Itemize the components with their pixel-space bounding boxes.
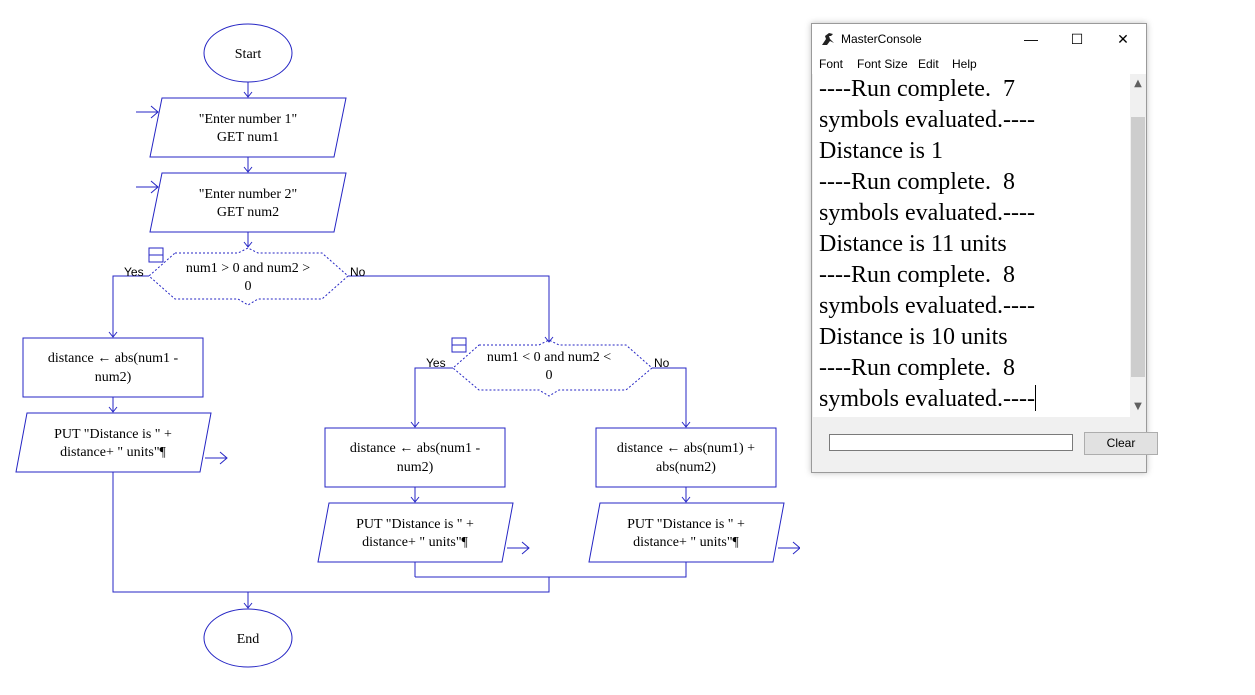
assign-right-line2: abs(num2) bbox=[656, 460, 716, 475]
output-line: Distance is 11 units bbox=[819, 231, 1007, 257]
raptor-app-icon bbox=[822, 33, 834, 45]
output-line: symbols evaluated.---- bbox=[819, 200, 1035, 226]
input2-line2: GET num2 bbox=[217, 205, 279, 220]
output-line: Distance is 1 bbox=[819, 138, 943, 164]
assign-right-line1: distance ← abs(num1) + bbox=[617, 441, 755, 456]
menu-bar: Font Font Size Edit Help bbox=[812, 54, 1146, 74]
assign-left-line1: distance ← abs(num1 - bbox=[48, 351, 179, 366]
close-button[interactable]: ✕ bbox=[1117, 31, 1129, 47]
vertical-scrollbar[interactable]: ▲ ▼ bbox=[1130, 74, 1146, 417]
assign-right[interactable] bbox=[595, 427, 777, 488]
output-line: ----Run complete. 8 bbox=[819, 355, 1015, 381]
output-line-text: symbols evaluated.---- bbox=[819, 386, 1035, 412]
output-line: ----Run complete. 7 bbox=[819, 76, 1015, 102]
menu-font[interactable]: Font bbox=[819, 57, 844, 71]
start-label: Start bbox=[235, 47, 262, 62]
scroll-down-icon[interactable]: ▼ bbox=[1134, 401, 1142, 412]
decision-2[interactable] bbox=[452, 339, 653, 397]
scroll-up-icon[interactable]: ▲ bbox=[1134, 78, 1142, 89]
decision1-no-label: No bbox=[350, 265, 366, 279]
minimize-button[interactable]: — bbox=[1024, 31, 1038, 47]
decision2-line2: 0 bbox=[546, 368, 553, 383]
input2-line1: "Enter number 2" bbox=[199, 187, 298, 202]
input-box-1[interactable] bbox=[149, 97, 347, 158]
assign-mid[interactable] bbox=[324, 427, 506, 488]
decision2-no-label: No bbox=[654, 356, 670, 370]
assign-mid-line1: distance ← abs(num1 - bbox=[350, 441, 481, 456]
output-right[interactable] bbox=[588, 502, 785, 563]
decision-1[interactable] bbox=[148, 247, 349, 306]
output-left-line2: distance+ " units"¶ bbox=[60, 445, 166, 460]
output-mid[interactable] bbox=[317, 502, 514, 563]
assign-mid-line2: num2) bbox=[397, 460, 434, 475]
master-console-window: MasterConsole — ☐ ✕ Font Font Size Edit … bbox=[811, 23, 1158, 473]
end-terminal[interactable] bbox=[203, 608, 293, 668]
output-mid-line2: distance+ " units"¶ bbox=[362, 535, 468, 550]
output-line: ----Run complete. 8 bbox=[819, 262, 1015, 288]
menu-font-size[interactable]: Font Size bbox=[857, 57, 908, 71]
decision1-line2: 0 bbox=[245, 279, 252, 294]
maximize-button[interactable]: ☐ bbox=[1070, 31, 1084, 47]
decision2-line1: num1 < 0 and num2 < bbox=[487, 350, 611, 365]
output-line: Distance is 10 units bbox=[819, 324, 1008, 350]
decision1-line1: num1 > 0 and num2 > bbox=[186, 261, 310, 276]
output-right-line1: PUT "Distance is " + bbox=[627, 517, 745, 532]
output-right-line2: distance+ " units"¶ bbox=[633, 535, 739, 550]
output-mid-line1: PUT "Distance is " + bbox=[356, 517, 474, 532]
input1-line1: "Enter number 1" bbox=[199, 112, 298, 127]
title-bar[interactable]: MasterConsole — ☐ ✕ bbox=[812, 24, 1146, 54]
input-box-2[interactable] bbox=[149, 172, 347, 233]
end-label: End bbox=[237, 632, 260, 647]
console-input[interactable] bbox=[829, 434, 1073, 451]
decision1-yes-label: Yes bbox=[124, 265, 144, 279]
output-line: ----Run complete. 8 bbox=[819, 169, 1015, 195]
output-line: symbols evaluated.---- bbox=[819, 293, 1035, 319]
output-line-last: symbols evaluated.---- bbox=[819, 384, 1036, 415]
output-left-line1: PUT "Distance is " + bbox=[54, 427, 172, 442]
text-caret bbox=[1034, 385, 1036, 411]
output-line: symbols evaluated.---- bbox=[819, 107, 1035, 133]
clear-button[interactable]: Clear bbox=[1084, 432, 1158, 455]
input1-line2: GET num1 bbox=[217, 130, 279, 145]
flowchart: Start "Enter number 1" GET num1 "Enter n… bbox=[15, 23, 800, 668]
menu-help[interactable]: Help bbox=[952, 57, 977, 71]
window-title: MasterConsole bbox=[841, 32, 922, 46]
assign-left[interactable] bbox=[22, 337, 204, 398]
menu-edit[interactable]: Edit bbox=[918, 57, 939, 71]
decision2-yes-label: Yes bbox=[426, 356, 446, 370]
output-left[interactable] bbox=[15, 412, 212, 473]
console-output[interactable]: ----Run complete. 7 symbols evaluated.--… bbox=[813, 74, 1131, 417]
assign-left-line2: num2) bbox=[95, 370, 132, 385]
scroll-thumb[interactable] bbox=[1131, 117, 1145, 377]
